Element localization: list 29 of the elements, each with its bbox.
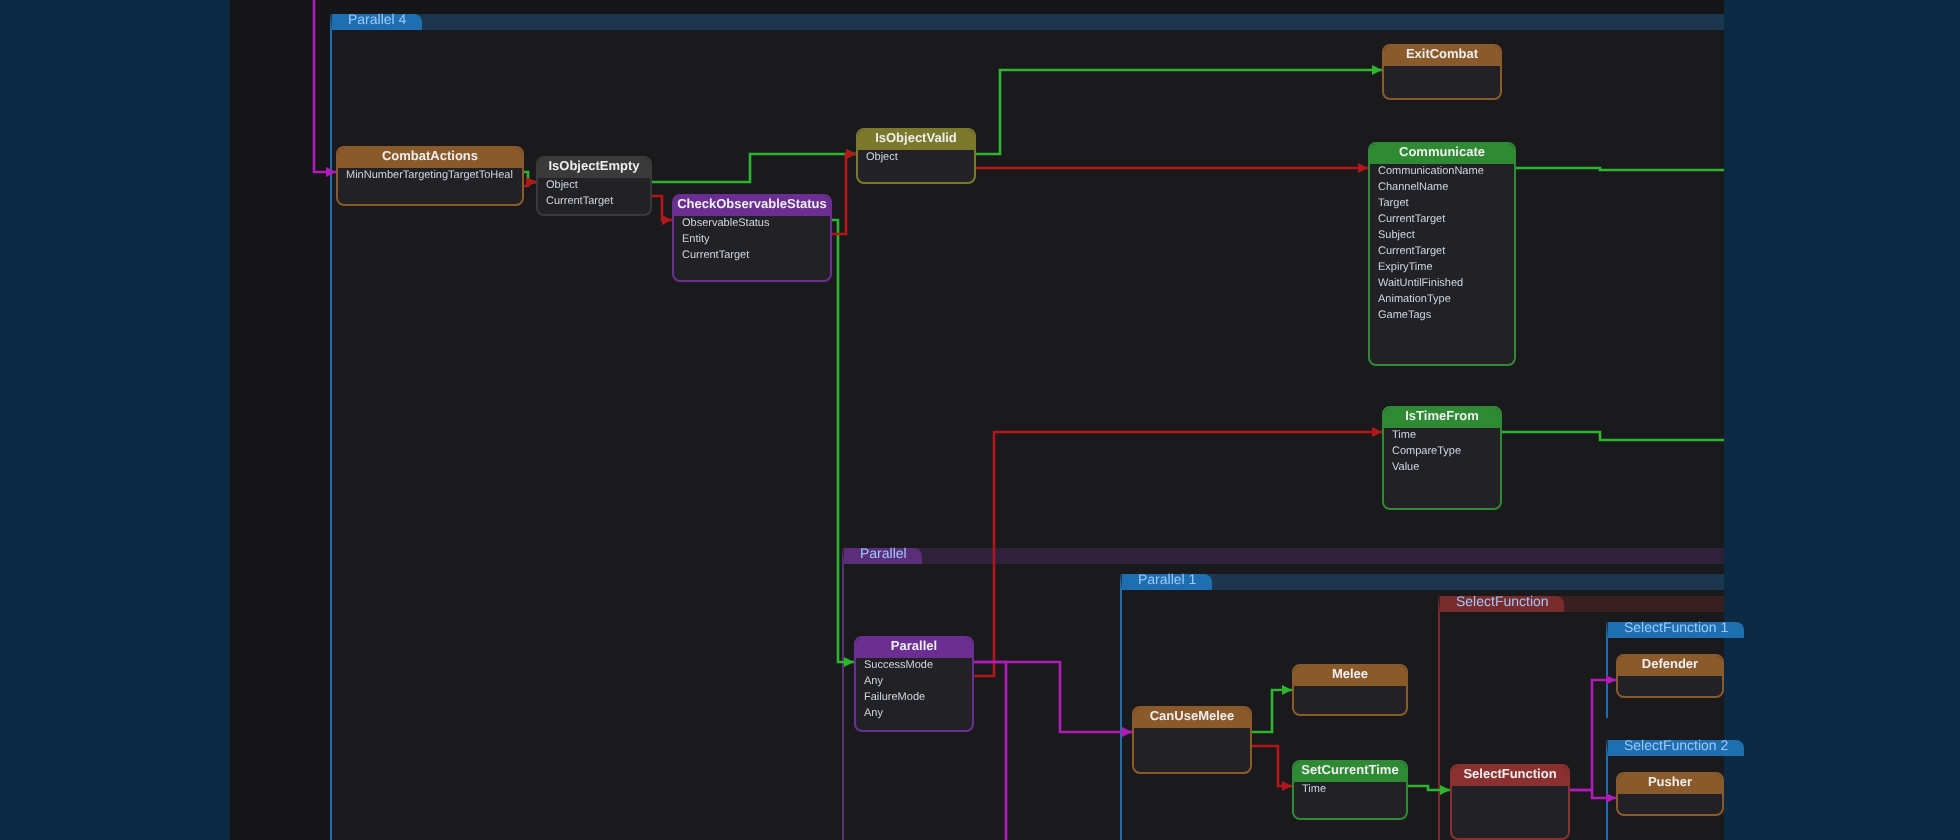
- connector: [1516, 166, 1724, 172]
- behavior-node: [1292, 760, 1408, 820]
- connector: [976, 162, 1368, 174]
- connector: [652, 194, 672, 226]
- connector: [976, 64, 1382, 156]
- behavior-node: [536, 156, 652, 216]
- behavior-node: [856, 128, 976, 184]
- behavior-node: [854, 636, 974, 732]
- behavior-node: [672, 194, 832, 282]
- connector: [832, 218, 854, 668]
- connector: [1570, 788, 1616, 804]
- connector: [524, 176, 536, 188]
- connector: [312, 0, 336, 178]
- connector: [832, 148, 856, 236]
- connector: [1408, 784, 1450, 796]
- connector: [974, 426, 1382, 678]
- behavior-node: [1616, 772, 1724, 816]
- behavior-node: [1382, 44, 1502, 100]
- behavior-node: [1132, 706, 1252, 774]
- behavior-node: [1368, 142, 1516, 366]
- connector: [974, 660, 1008, 840]
- connector: [1252, 744, 1292, 792]
- behavior-node: [1292, 664, 1408, 716]
- behavior-node: [1450, 764, 1570, 840]
- behavior-node: [1616, 654, 1724, 698]
- connector: [1252, 684, 1292, 734]
- behavior-node: [336, 146, 524, 206]
- behavior-node: [1382, 406, 1502, 510]
- connector: [1502, 430, 1724, 442]
